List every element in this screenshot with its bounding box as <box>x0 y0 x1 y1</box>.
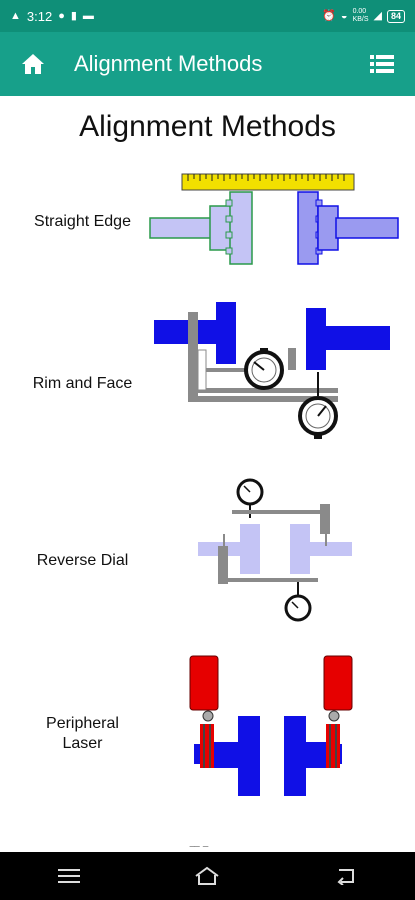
home-outline-icon <box>195 866 220 885</box>
method-label-peripheral-laser[interactable]: Peripheral Laser <box>46 715 119 752</box>
reverse-dial-diagram[interactable] <box>196 474 356 624</box>
signal-icon: ▲ <box>10 9 21 22</box>
alarm-icon: ⏰ <box>322 9 336 22</box>
back-arrow-icon <box>337 869 354 885</box>
home-button[interactable] <box>18 49 48 79</box>
system-nav-bar <box>0 852 415 900</box>
battery-saver-icon: ▬ <box>82 9 94 22</box>
recents-menu-icon <box>58 869 81 883</box>
sync-icon: ● <box>58 9 65 22</box>
cell-signal-icon: ◢ <box>373 9 382 22</box>
home-nav-button[interactable] <box>187 856 227 896</box>
menu-button[interactable] <box>367 49 397 79</box>
straight-edge-diagram[interactable] <box>148 172 404 272</box>
status-time: 3:12 <box>26 8 53 24</box>
app-bar-title: Alignment Methods <box>74 51 263 76</box>
rim-and-face-diagram[interactable] <box>150 298 396 448</box>
network-speed: 0.00 KB/S <box>352 8 369 23</box>
vibrate-icon: ▮ <box>70 9 77 22</box>
list-menu-icon <box>370 55 394 73</box>
home-icon <box>22 54 44 74</box>
page-title: Alignment Methods <box>79 110 336 143</box>
method-label-straight-edge[interactable]: Straight Edge <box>34 213 131 230</box>
back-button[interactable] <box>326 856 366 896</box>
method-label-reverse-dial[interactable]: Reverse Dial <box>36 552 129 569</box>
content-area[interactable]: Alignment Methods Straight Edge <box>0 96 415 852</box>
peripheral-laser-diagram[interactable] <box>184 652 360 802</box>
method-label-rim-and-face[interactable]: Rim and Face <box>32 375 133 392</box>
app-bar: Alignment Methods <box>0 32 415 96</box>
wifi-icon: ◒ <box>340 9 348 22</box>
status-bar: ▲ 3:12 ● ▮ ▬ ⏰ ◒ 0.00 KB/S ◢ 84 <box>0 0 415 32</box>
recents-button[interactable] <box>49 856 89 896</box>
battery-level: 84 <box>386 9 405 23</box>
next-item-peek: ‾‾ ‾ <box>190 844 208 852</box>
